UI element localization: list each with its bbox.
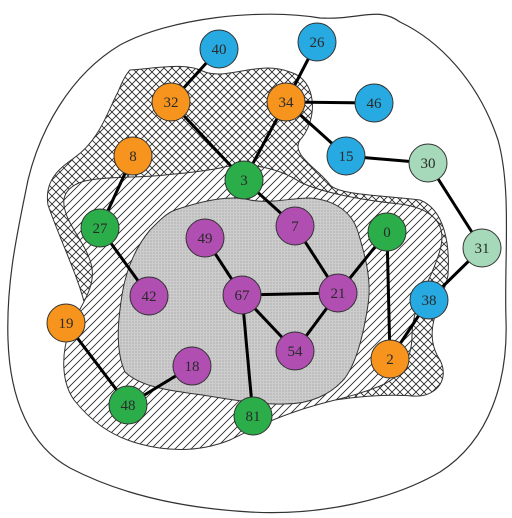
node-30-label: 30 bbox=[421, 156, 436, 172]
node-31: 31 bbox=[462, 228, 502, 268]
node-30: 30 bbox=[408, 143, 448, 183]
node-48-label: 48 bbox=[121, 398, 136, 414]
node-48-circle bbox=[108, 385, 148, 425]
node-21-circle bbox=[318, 273, 358, 313]
node-27-circle bbox=[80, 208, 120, 248]
node-2-label: 2 bbox=[386, 352, 394, 368]
node-38-circle bbox=[409, 280, 449, 320]
node-67-label: 67 bbox=[235, 288, 251, 304]
node-27-label: 27 bbox=[93, 221, 109, 237]
node-46-circle bbox=[354, 83, 394, 123]
node-3-label: 3 bbox=[240, 173, 248, 189]
node-21-label: 21 bbox=[331, 286, 346, 302]
edge-2-0 bbox=[385, 230, 392, 361]
node-7-circle bbox=[275, 206, 315, 246]
node-49-label: 49 bbox=[198, 231, 213, 247]
node-32-label: 32 bbox=[164, 95, 179, 111]
node-67-circle bbox=[222, 275, 262, 315]
edge-67-81 bbox=[240, 293, 255, 418]
node-8-label: 8 bbox=[129, 149, 137, 165]
node-49-circle bbox=[185, 218, 225, 258]
node-0-circle bbox=[367, 212, 407, 252]
node-26-circle bbox=[297, 22, 337, 62]
node-81: 81 bbox=[233, 396, 273, 436]
node-3-circle bbox=[224, 160, 264, 200]
node-34: 34 bbox=[266, 82, 306, 122]
node-19-label: 19 bbox=[59, 316, 74, 332]
node-38-label: 38 bbox=[422, 293, 437, 309]
node-40-label: 40 bbox=[212, 42, 227, 58]
node-46-label: 46 bbox=[367, 96, 383, 112]
node-18: 18 bbox=[172, 346, 212, 386]
node-15: 15 bbox=[326, 136, 366, 176]
node-48: 48 bbox=[108, 385, 148, 425]
node-26-label: 26 bbox=[310, 35, 326, 51]
node-7-label: 7 bbox=[291, 219, 299, 235]
node-40: 40 bbox=[199, 29, 239, 69]
node-0-label: 0 bbox=[383, 225, 391, 241]
node-67: 67 bbox=[222, 275, 262, 315]
node-32: 32 bbox=[151, 82, 191, 122]
node-15-label: 15 bbox=[339, 149, 354, 165]
node-18-circle bbox=[172, 346, 212, 386]
node-81-label: 81 bbox=[246, 409, 261, 425]
node-3: 3 bbox=[224, 160, 264, 200]
node-15-circle bbox=[326, 136, 366, 176]
node-38: 38 bbox=[409, 280, 449, 320]
node-30-circle bbox=[408, 143, 448, 183]
node-0: 0 bbox=[367, 212, 407, 252]
node-54: 54 bbox=[275, 331, 315, 371]
node-46: 46 bbox=[354, 83, 394, 123]
node-8: 8 bbox=[113, 136, 153, 176]
node-42: 42 bbox=[129, 276, 169, 316]
node-42-circle bbox=[129, 276, 169, 316]
node-2: 2 bbox=[370, 339, 410, 379]
node-27: 27 bbox=[80, 208, 120, 248]
node-42-label: 42 bbox=[142, 289, 157, 305]
node-19-circle bbox=[46, 303, 86, 343]
node-81-circle bbox=[233, 396, 273, 436]
node-layer: 40 26 32 34 46 8 15 30 3 27 7 0 49 31 42 67 21 38 19 54 18 2 4… bbox=[46, 22, 502, 436]
node-31-label: 31 bbox=[475, 241, 490, 257]
node-49: 49 bbox=[185, 218, 225, 258]
node-54-label: 54 bbox=[288, 344, 304, 360]
node-18-label: 18 bbox=[185, 359, 200, 375]
node-2-circle bbox=[370, 339, 410, 379]
node-7: 7 bbox=[275, 206, 315, 246]
node-26: 26 bbox=[297, 22, 337, 62]
node-31-circle bbox=[462, 228, 502, 268]
node-32-circle bbox=[151, 82, 191, 122]
node-21: 21 bbox=[318, 273, 358, 313]
node-19: 19 bbox=[46, 303, 86, 343]
node-40-circle bbox=[199, 29, 239, 69]
node-54-circle bbox=[275, 331, 315, 371]
node-34-circle bbox=[266, 82, 306, 122]
node-34-label: 34 bbox=[279, 95, 295, 111]
node-8-circle bbox=[113, 136, 153, 176]
